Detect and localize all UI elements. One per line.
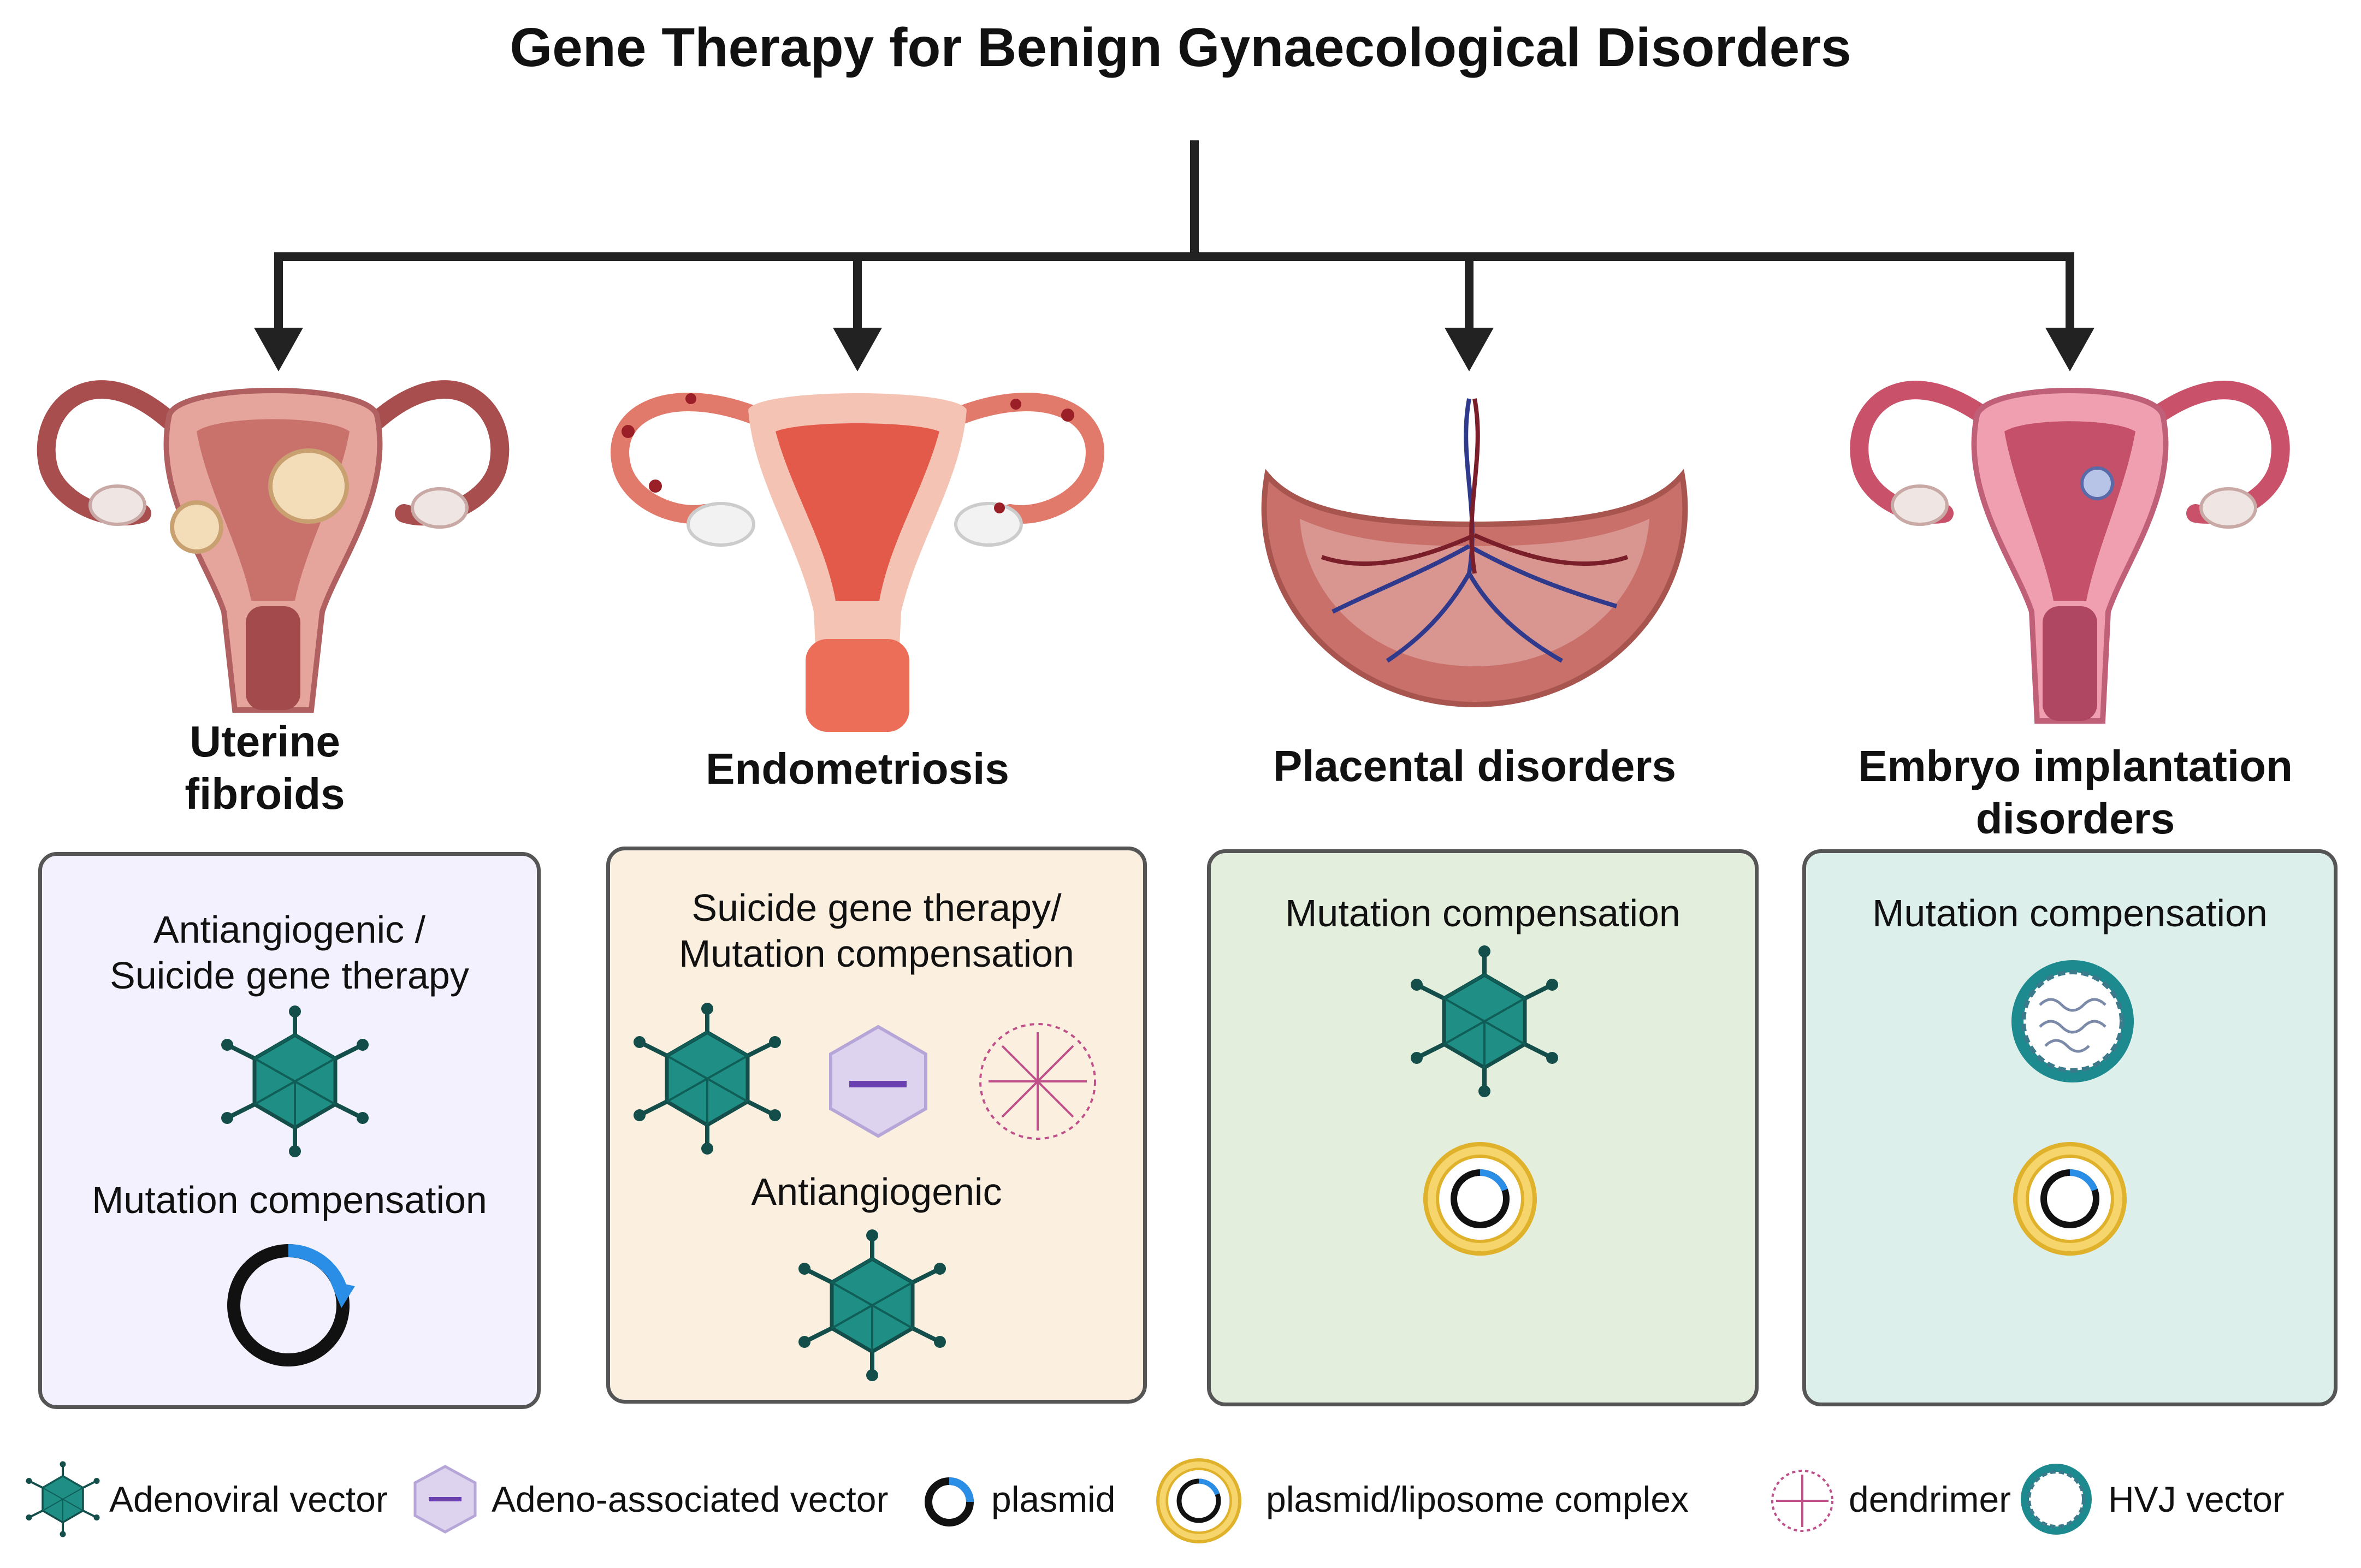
adenoviral-vector-icon	[221, 1005, 369, 1157]
arrowhead-placental	[1445, 328, 1494, 371]
legend-adenoviral-vector-icon	[25, 1460, 101, 1539]
label-embryo-implantation: Embryo implantation disorders	[1802, 740, 2348, 845]
legend-dendrimer-icon	[1771, 1470, 1833, 1532]
uterus-implantation-illustration	[1850, 381, 2290, 724]
placental-therapy: Mutation compensation	[1285, 892, 1680, 934]
label-placental-disorders: Placental disorders	[1273, 742, 1677, 790]
legend-plasmid-icon	[925, 1477, 974, 1526]
panel-uterine-fibroids	[38, 852, 541, 1409]
fibroids-therapy-2: Mutation compensation	[92, 1179, 487, 1221]
panel-implantation	[1802, 849, 2338, 1406]
adenoviral-vector-icon	[798, 1229, 946, 1381]
legend-hvj-vector-icon	[2021, 1464, 2092, 1535]
plasmid-liposome-complex-icon	[2015, 1144, 2125, 1253]
therapy-line-2: Suicide gene therapy	[110, 954, 469, 997]
label-line-2: fibroids	[185, 770, 345, 818]
arrowhead-endometriosis	[833, 328, 882, 371]
legend-plasmid: plasmid	[991, 1479, 1116, 1519]
adeno-associated-vector-icon	[829, 1025, 927, 1138]
plasmid-liposome-complex-icon	[1425, 1144, 1535, 1253]
legend-adeno-associated-vector: Adeno-associated vector	[492, 1479, 889, 1519]
adenoviral-vector-icon	[634, 1003, 781, 1155]
legend-hvj-vector: HVJ vector	[2108, 1479, 2285, 1519]
therapy-line-1: Antiangiogenic /	[153, 908, 426, 951]
legend-dendrimer: dendrimer	[1849, 1479, 2011, 1519]
therapy-line-1: Suicide gene therapy/	[691, 886, 1062, 929]
label-line-1: Embryo implantation	[1858, 742, 2293, 790]
implantation-therapy: Mutation compensation	[1872, 892, 2268, 934]
endometriosis-therapy-1: Suicide gene therapy/ Mutation compensat…	[606, 885, 1147, 977]
legend-plasmid-liposome-complex-icon	[1158, 1460, 1240, 1542]
endometriosis-therapy-2: Antiangiogenic	[751, 1170, 1002, 1213]
fibroid-small	[170, 500, 223, 554]
uterus-fibroids-illustration	[37, 380, 510, 713]
placenta-illustration	[1261, 398, 1688, 708]
uterus-endometriosis-illustration	[611, 393, 1104, 732]
fibroid-large	[268, 448, 349, 524]
label-endometriosis: Endometriosis	[706, 744, 1009, 793]
label-line-2: disorders	[1975, 794, 2175, 843]
plasmid-icon	[227, 1244, 355, 1366]
legend-adeno-associated-vector-icon	[413, 1465, 477, 1534]
page-title: Gene Therapy for Benign Gynaecological D…	[510, 17, 1851, 78]
legend-plasmid-liposome-complex: plasmid/liposome complex	[1266, 1479, 1689, 1519]
fibroids-therapy-1: Antiangiogenic / Suicide gene therapy	[38, 907, 541, 998]
arrowhead-fibroids	[254, 328, 303, 371]
label-uterine-fibroids: Uterine fibroids	[156, 715, 374, 820]
therapy-line-2: Mutation compensation	[679, 932, 1074, 975]
arrowhead-implantation	[2045, 328, 2094, 371]
connector-arrows	[254, 140, 2094, 371]
adenoviral-vector-icon	[1411, 945, 1558, 1097]
hvj-vector-icon	[2011, 960, 2134, 1082]
organ-illustrations	[37, 380, 2290, 732]
dendrimer-icon	[979, 1023, 1096, 1140]
panel-placental	[1207, 849, 1759, 1406]
label-line-1: Uterine	[190, 717, 340, 766]
legend-adenoviral-vector: Adenoviral vector	[109, 1479, 388, 1519]
embryo	[2080, 466, 2114, 500]
